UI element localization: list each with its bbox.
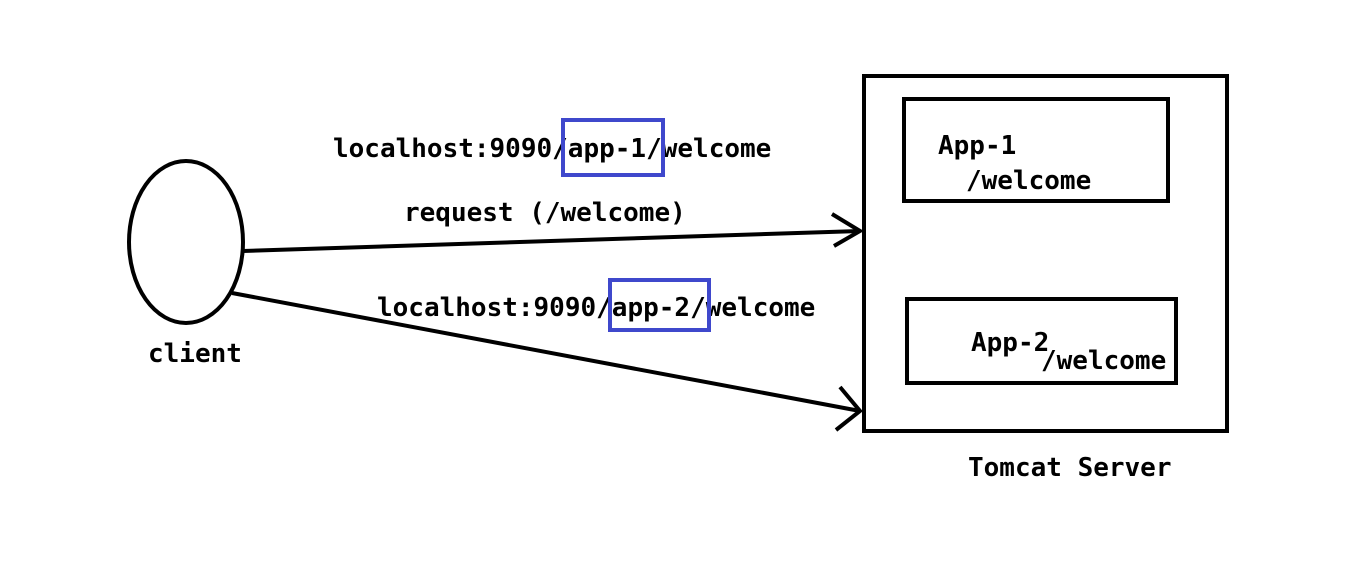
url-app2: localhost:9090/app-2/welcome xyxy=(377,293,815,323)
app2-box xyxy=(905,297,1178,385)
url-app1-suffix: welcome xyxy=(662,134,772,164)
client-node xyxy=(127,159,245,325)
url-app1-prefix: localhost:9090 xyxy=(333,134,552,164)
url-app2-highlight-box xyxy=(608,278,711,332)
app2-name: App-2 xyxy=(971,328,1049,358)
client-label: client xyxy=(148,339,242,369)
url-app1-highlight: /app-1/ xyxy=(552,134,662,164)
url-app2-suffix: welcome xyxy=(706,293,816,323)
tomcat-server-label: Tomcat Server xyxy=(968,453,1172,483)
request-arrow-head xyxy=(830,212,864,248)
app2-arrow-head xyxy=(834,385,863,432)
app1-box xyxy=(902,97,1170,203)
app2-arrow-line xyxy=(231,291,861,413)
url-app2-highlight: /app-2/ xyxy=(596,293,706,323)
app1-path: /welcome xyxy=(966,166,1091,196)
tomcat-server-box xyxy=(862,74,1229,433)
url-app2-prefix: localhost:9090 xyxy=(377,293,596,323)
url-app1-highlight-box xyxy=(561,118,665,177)
app2-path: /welcome xyxy=(1041,346,1166,376)
request-arrow-line xyxy=(242,229,861,253)
url-app1: localhost:9090/app-1/welcome xyxy=(333,134,771,164)
request-label: request (/welcome) xyxy=(404,198,686,228)
app1-name: App-1 xyxy=(938,131,1016,161)
